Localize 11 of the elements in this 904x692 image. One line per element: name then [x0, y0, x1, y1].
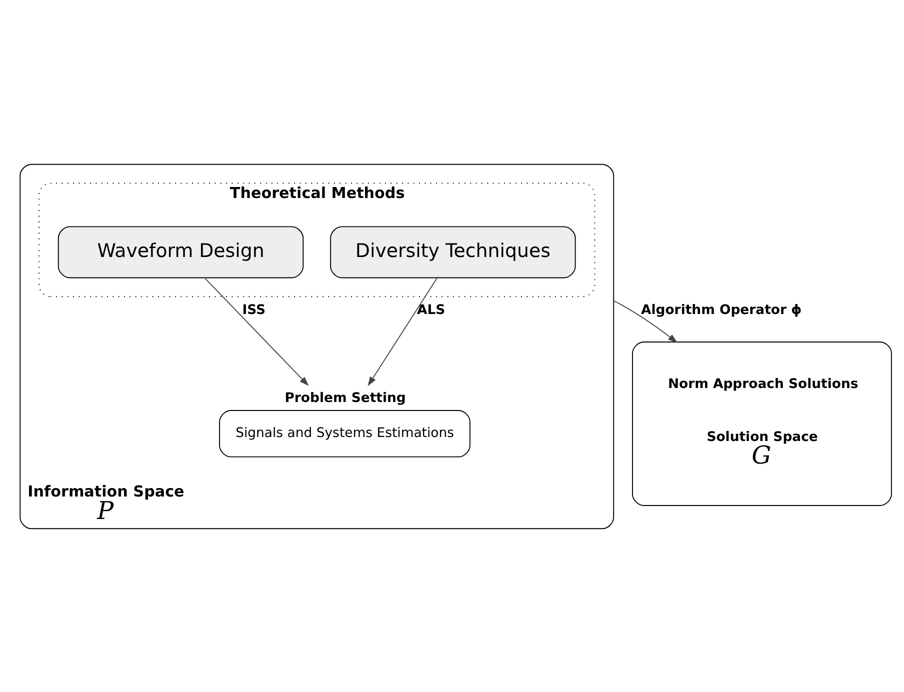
arrow — [368, 276, 438, 386]
node-label: Problem Setting — [284, 390, 406, 406]
arrow — [204, 276, 309, 386]
node-box: Norm Approach Solutions Solution Space G — [632, 341, 892, 506]
edge-label: ALS — [417, 302, 446, 318]
edge-label: ISS — [242, 302, 266, 318]
arrow — [613, 300, 678, 342]
node-box: Diversity Techniques — [330, 226, 576, 278]
node-box: Waveform Design — [58, 226, 304, 278]
edge-label: Algorithm Operator ϕ — [641, 302, 802, 318]
node-box: Signals and Systems Estimations — [219, 410, 470, 457]
